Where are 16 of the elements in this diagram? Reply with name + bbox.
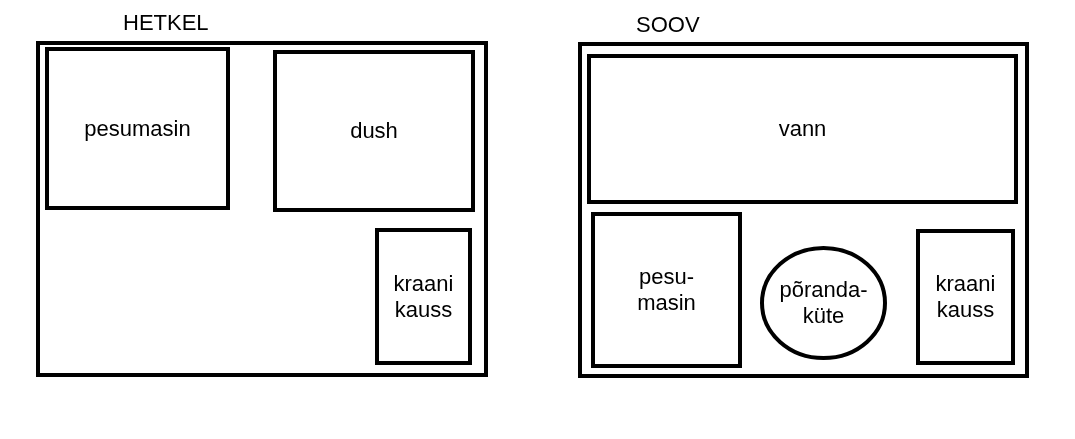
fixture-label: kraani kauss xyxy=(392,270,455,323)
fixture-label: pesu- masin xyxy=(636,264,697,316)
fixture-label: dush xyxy=(350,118,398,144)
fixture-label: kraani kauss xyxy=(934,271,997,323)
fixture-label: põranda- küte xyxy=(778,277,869,329)
room-label: HETKEL xyxy=(123,10,209,36)
fixture-label: pesumasin xyxy=(84,115,191,142)
washer-box xyxy=(45,47,230,210)
sink-box xyxy=(916,229,1015,365)
floor-heating-circle xyxy=(760,246,887,360)
washer-box xyxy=(591,212,742,368)
bathtub-box xyxy=(587,54,1018,204)
fixture-label: vann xyxy=(778,116,827,142)
room-label: SOOV xyxy=(636,12,700,38)
sink-box xyxy=(375,228,472,365)
shower-box xyxy=(273,50,475,212)
